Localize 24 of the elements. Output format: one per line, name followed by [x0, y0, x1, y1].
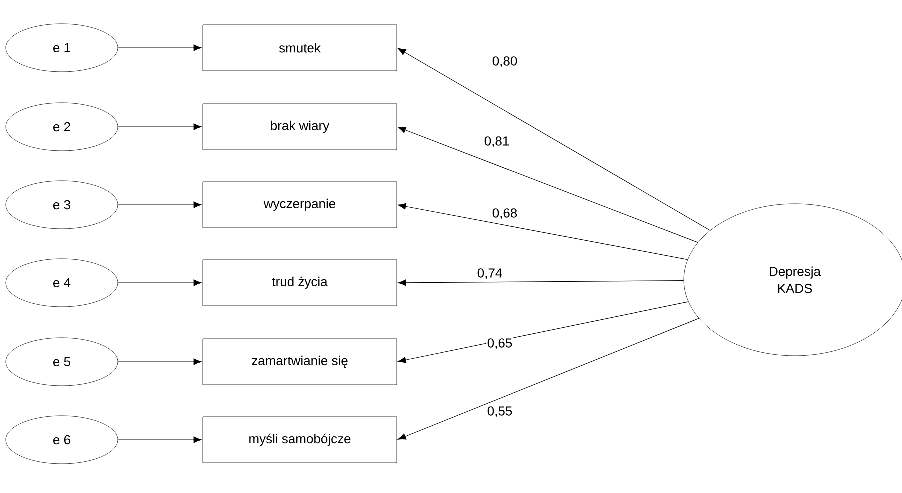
edge-label: 0,80	[491, 56, 519, 68]
indicator-box: brak wiary	[202, 104, 398, 150]
edge-label: 0,68	[491, 208, 519, 220]
arrow	[118, 358, 202, 366]
indicator-box: smutek	[202, 24, 398, 72]
arrow	[118, 436, 202, 444]
arrow	[398, 203, 688, 260]
edge-label: 0,55	[486, 406, 514, 418]
indicator-box: wyczerpanie	[202, 182, 398, 228]
arrow	[118, 44, 202, 52]
edge-label: 0,65	[486, 338, 514, 350]
arrow	[118, 202, 202, 208]
arrow	[398, 48, 711, 231]
arrow	[398, 280, 684, 286]
arrow	[118, 124, 202, 130]
edge-label: 0,81	[483, 136, 511, 148]
indicator-box: trud życia	[202, 260, 398, 306]
indicator-box: myśli samobójcze	[202, 416, 398, 464]
arrow	[398, 302, 689, 364]
indicator-box: zamartwianie się	[202, 338, 398, 386]
arrow	[118, 280, 202, 286]
arrow	[398, 318, 700, 440]
edge-label: 0,74	[476, 268, 504, 280]
arrow	[398, 127, 698, 243]
